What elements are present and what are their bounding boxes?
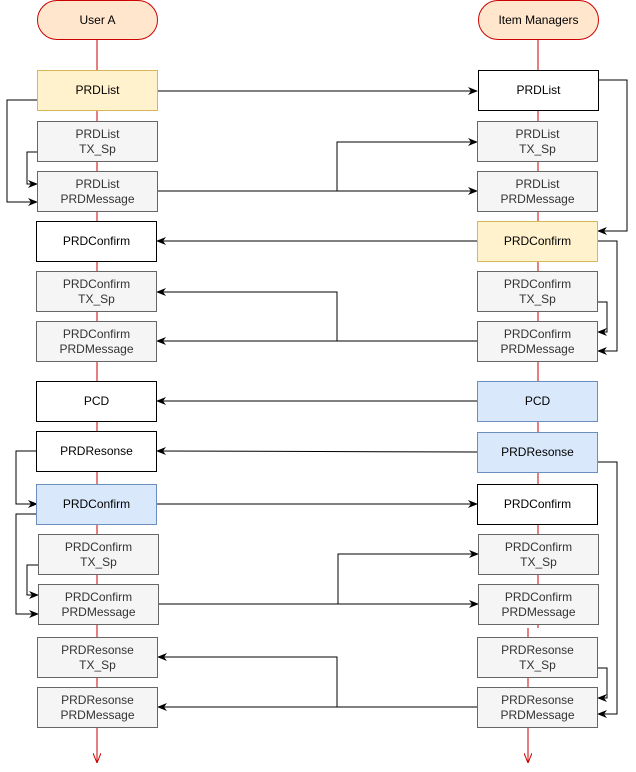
arrow-prdlist-message-to-right-txsp — [336, 138, 478, 191]
right-prdconfirm-2: PRDConfirm — [477, 484, 598, 525]
actor-user-a: User A — [37, 0, 158, 40]
arrow-left-txsp-loop — [26, 151, 38, 188]
right-prdconfirm-label: PRDConfirm — [503, 234, 572, 248]
right-prdlist-prdmessage-line2: PRDMessage — [500, 191, 575, 206]
right-prdresonse-label: PRDResonse — [501, 445, 574, 459]
left-prdconfirm: PRDConfirm — [36, 221, 157, 262]
left-prdlist-prdmessage-line2: PRDMessage — [60, 191, 135, 206]
arrow-prdconfirm-message-to-right-txsp — [337, 550, 479, 604]
right-prdconfirm-prdmessage-2-line2: PRDMessage — [501, 604, 576, 619]
left-prdconfirm-prdmessage-2-line1: PRDConfirm — [64, 589, 133, 604]
left-prdlist-txsp-line1: PRDList — [75, 126, 120, 141]
arrow-prdresonse-message-to-left-txsp — [157, 653, 338, 707]
left-pcd-label: PCD — [83, 394, 110, 408]
arrow-left-txsp-loop-2 — [26, 564, 39, 599]
right-prdlist-label: PRDList — [516, 83, 561, 97]
left-prdlist-label: PRDList — [75, 83, 120, 97]
arrow-left-prdlist-loop — [6, 99, 38, 206]
right-prdlist-txsp-line1: PRDList — [515, 126, 560, 141]
left-prdlist: PRDList — [37, 70, 158, 111]
left-prdconfirm-2-label: PRDConfirm — [62, 497, 131, 511]
right-prdresonse-txsp-line1: PRDResonse — [501, 642, 574, 657]
arrow-prdresonse-to-left — [156, 447, 478, 456]
left-prdconfirm-txsp-line2: TX_Sp — [78, 291, 115, 306]
right-prdconfirm-2-label: PRDConfirm — [503, 497, 572, 511]
left-prdresonse-label: PRDResonse — [60, 444, 133, 458]
left-prdconfirm-prdmessage-line1: PRDConfirm — [62, 326, 131, 341]
left-prdlist-txsp-line2: TX_Sp — [79, 141, 116, 156]
left-prdresonse-txsp-line1: PRDResonse — [61, 642, 134, 657]
left-prdlist-prdmessage-line1: PRDList — [75, 176, 120, 191]
left-prdconfirm-2: PRDConfirm — [36, 484, 157, 525]
arrow-right-prdconfirm-loop — [597, 240, 618, 355]
left-prdconfirm-txsp-2-line1: PRDConfirm — [64, 539, 133, 554]
arrow-right-txsp-loop — [597, 301, 608, 336]
right-prdresonse-txsp-line2: TX_Sp — [519, 657, 556, 672]
left-prdresonse-prdmessage-line2: PRDMessage — [60, 707, 135, 722]
right-prdconfirm-txsp-line2: TX_Sp — [519, 291, 556, 306]
arrow-right-txsp-loop-2 — [597, 667, 608, 702]
actor-item-managers: Item Managers — [478, 0, 599, 40]
left-prdconfirm-prdmessage-2-line2: PRDMessage — [61, 604, 136, 619]
arrow-prdconfirm-message-to-left-txsp — [156, 288, 338, 341]
right-pcd: PCD — [477, 381, 598, 422]
left-prdconfirm-txsp-line1: PRDConfirm — [62, 276, 131, 291]
right-prdconfirm-prdmessage-line1: PRDConfirm — [503, 326, 572, 341]
right-prdresonse-prdmessage-line1: PRDResonse — [501, 692, 574, 707]
arrow-right-prdresonse-loop — [597, 461, 618, 718]
right-prdconfirm-prdmessage-line2: PRDMessage — [500, 341, 575, 356]
left-pcd: PCD — [36, 381, 157, 422]
left-prdresonse: PRDResonse — [36, 431, 157, 472]
arrow-left-prdresonse-loop — [15, 450, 38, 508]
arrow-right-prdlist-loop — [597, 79, 628, 235]
right-prdconfirm-prdmessage-2-line1: PRDConfirm — [504, 589, 573, 604]
right-prdconfirm-txsp-2-line1: PRDConfirm — [504, 539, 573, 554]
arrow-left-prdconfirm-loop — [15, 513, 39, 618]
right-prdconfirm-txsp-line1: PRDConfirm — [503, 276, 572, 291]
right-prdconfirm: PRDConfirm — [477, 221, 598, 262]
right-prdconfirm-txsp-2-line2: TX_Sp — [520, 554, 557, 569]
right-prdlist: PRDList — [478, 70, 599, 111]
right-pcd-label: PCD — [524, 394, 551, 408]
right-prdresonse: PRDResonse — [477, 432, 598, 473]
left-prdconfirm-prdmessage-line2: PRDMessage — [59, 341, 134, 356]
left-prdresonse-txsp-line2: TX_Sp — [79, 657, 116, 672]
left-prdresonse-prdmessage-line1: PRDResonse — [61, 692, 134, 707]
left-prdconfirm-label: PRDConfirm — [62, 234, 131, 248]
left-prdconfirm-txsp-2-line2: TX_Sp — [80, 554, 117, 569]
right-prdlist-prdmessage-line1: PRDList — [515, 176, 560, 191]
right-prdlist-txsp-line2: TX_Sp — [519, 141, 556, 156]
right-prdresonse-prdmessage-line2: PRDMessage — [500, 707, 575, 722]
